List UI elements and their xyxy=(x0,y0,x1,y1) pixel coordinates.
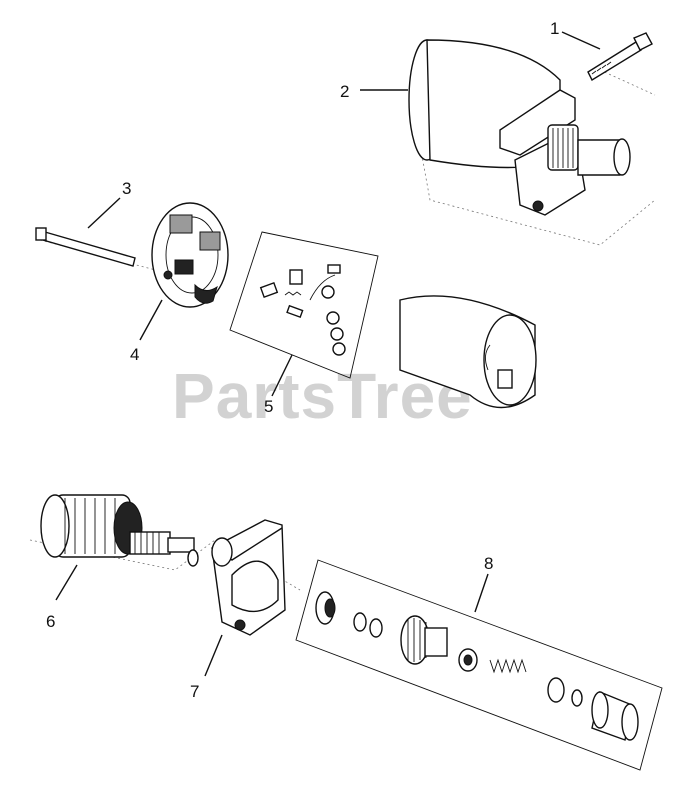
armature-icon[interactable] xyxy=(29,494,301,591)
frame-sleeve-icon xyxy=(399,295,537,409)
callout-4: 4 xyxy=(130,345,139,364)
leader-line-4 xyxy=(139,299,163,341)
through-bolt-icon[interactable] xyxy=(35,227,176,276)
leader-line-6 xyxy=(55,564,78,601)
motor-housing-icon[interactable] xyxy=(408,39,656,246)
callout-7: 7 xyxy=(190,682,199,701)
callout-3: 3 xyxy=(122,179,131,198)
callout-5: 5 xyxy=(264,397,273,416)
callout-2: 2 xyxy=(340,82,349,101)
leader-line-8 xyxy=(474,573,489,613)
leader-line-5 xyxy=(271,354,293,397)
leader-line-3 xyxy=(87,197,121,229)
callout-6: 6 xyxy=(46,612,55,631)
drive-kit-icon[interactable] xyxy=(295,559,663,771)
bolt-icon[interactable] xyxy=(587,32,656,96)
callout-1: 1 xyxy=(550,19,559,38)
brush-kit-icon[interactable] xyxy=(229,231,379,379)
callout-8: 8 xyxy=(484,554,493,573)
drive-end-cap-icon[interactable] xyxy=(211,519,286,636)
leader-line-7 xyxy=(204,634,223,677)
brush-holder-plate-icon[interactable] xyxy=(151,202,229,308)
leader-line-1 xyxy=(561,31,601,50)
